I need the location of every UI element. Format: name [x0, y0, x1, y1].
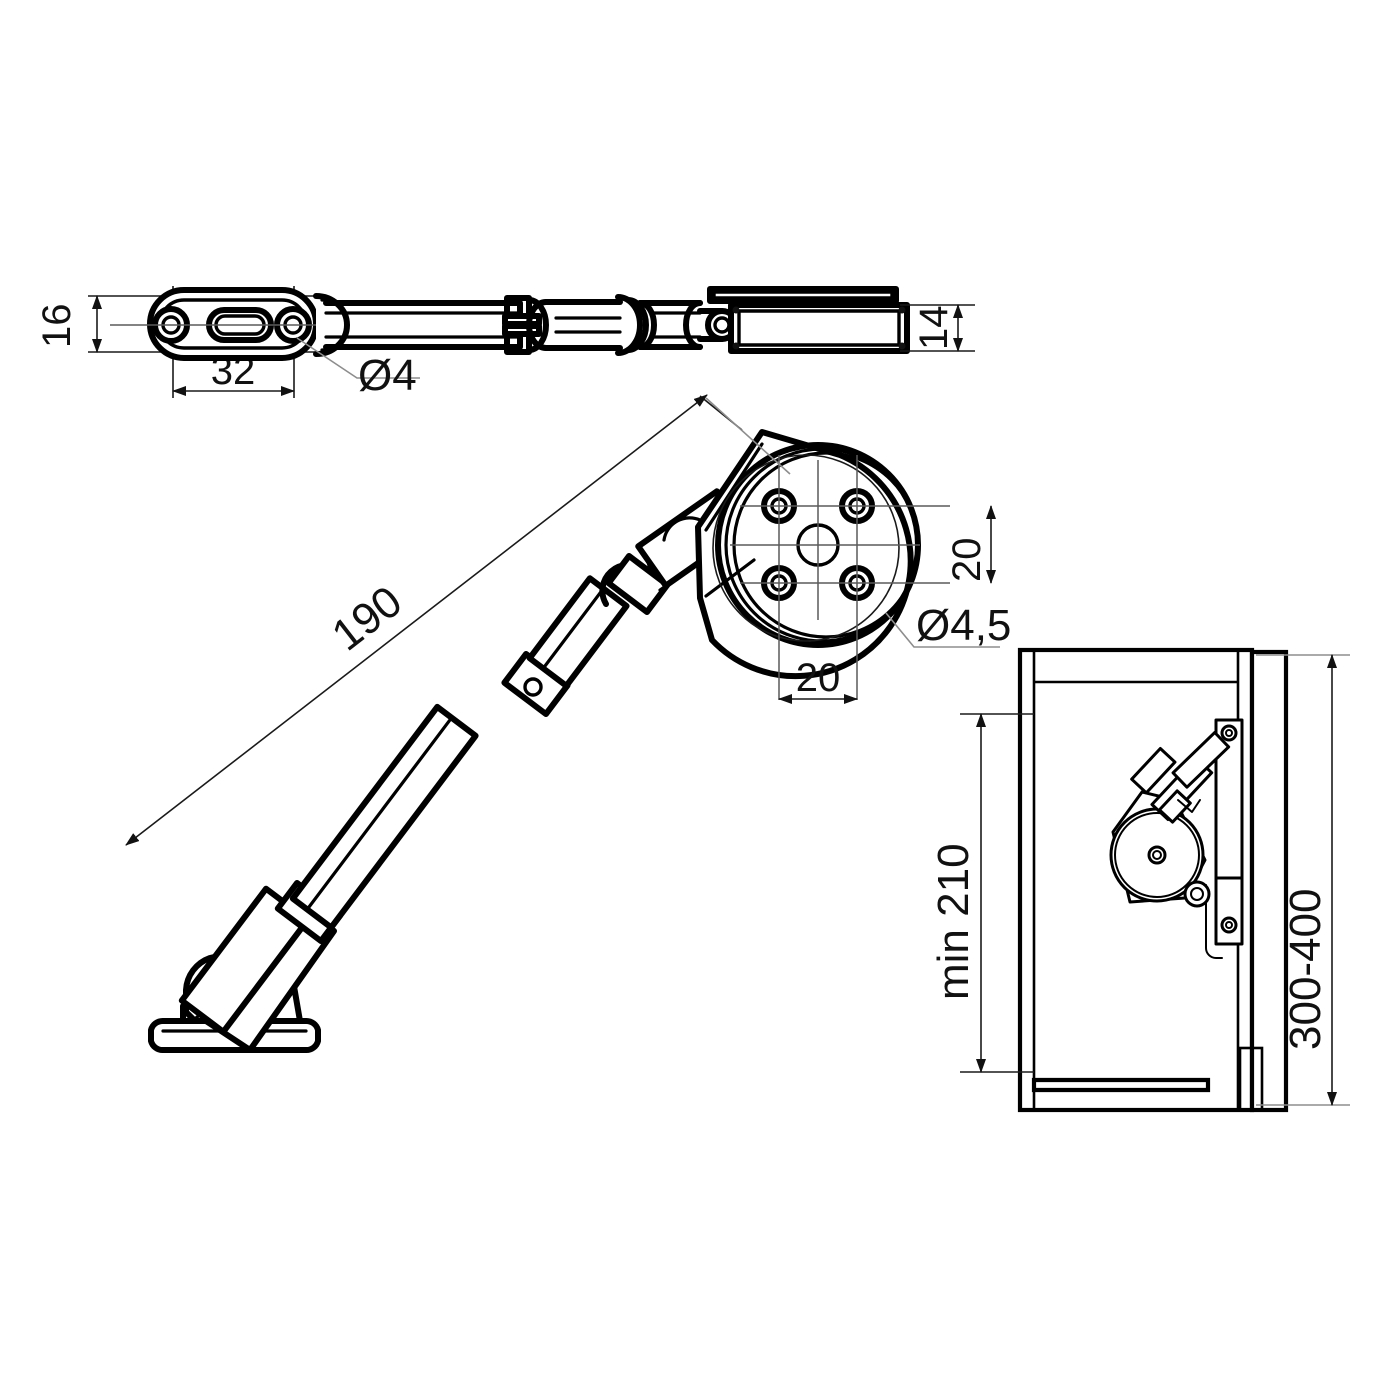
- main-view-group: 190: [125, 394, 1011, 1053]
- main-view-head-leader: [705, 397, 791, 475]
- dimension-300-400: 300-400: [1256, 654, 1350, 1106]
- leader-dia-4: Ø4: [296, 337, 420, 400]
- dimension-20-horizontal-label: 20: [796, 656, 841, 700]
- top-view-telescope-coupler: [502, 295, 623, 355]
- cabinet-door-panel: [1249, 649, 1289, 1113]
- dimension-300-400-label: 300-400: [1281, 889, 1330, 1050]
- dimension-dia-4-label: Ø4: [358, 351, 417, 400]
- dimension-190-label: 190: [323, 577, 411, 661]
- dimension-min-210-label: min 210: [929, 843, 978, 1000]
- dimension-14-label: 14: [912, 306, 956, 351]
- top-view-mounting-plate: [110, 287, 345, 361]
- dimension-14: 14: [912, 304, 963, 352]
- dimension-min-210: min 210: [929, 713, 1034, 1073]
- dimension-20-vertical-label: 20: [945, 538, 989, 583]
- dimension-16-label: 16: [35, 304, 79, 349]
- dimension-20-vertical: 20: [945, 505, 996, 584]
- main-view-upper-tube: [526, 575, 630, 689]
- cabinet-mechanism: [1109, 718, 1244, 959]
- top-view-outer-tube: [323, 300, 523, 350]
- top-view-group: 16 32: [35, 286, 975, 400]
- top-view-damper-collar: [615, 294, 703, 356]
- leader-dia-4-5: Ø4,5: [885, 601, 1011, 650]
- dimension-20-horizontal: 20: [778, 656, 858, 704]
- dimension-190: 190: [125, 394, 743, 1001]
- main-view-main-tube: [289, 703, 479, 931]
- cabinet-bottom-detail: [1031, 1046, 1264, 1112]
- top-view-mechanism-housing: [707, 286, 910, 354]
- dimension-16: 16: [35, 295, 102, 353]
- cabinet-view-group: min 210 300-400: [929, 647, 1350, 1113]
- dimension-dia-4-5-label: Ø4,5: [916, 601, 1011, 650]
- main-view-center-lines: [730, 455, 950, 700]
